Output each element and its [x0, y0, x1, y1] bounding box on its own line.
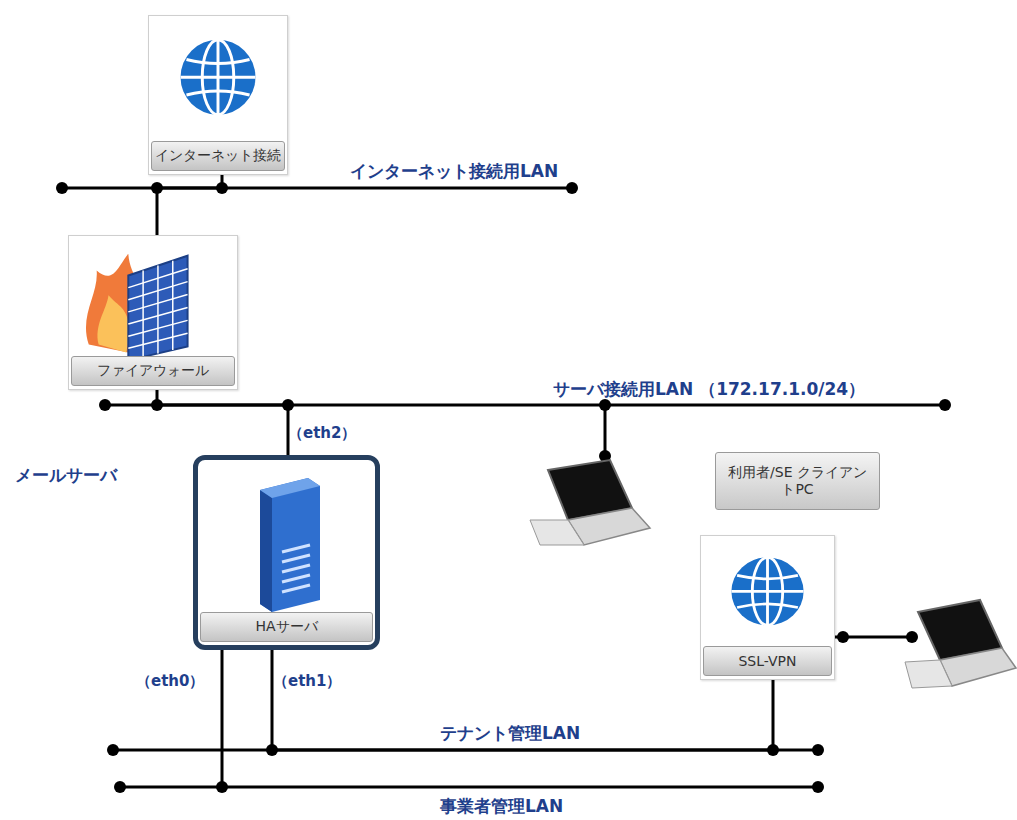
network-label: インターネット接続用LAN: [350, 160, 558, 183]
network-label: 事業者管理LAN: [440, 795, 563, 818]
node-label: HAサーバ: [255, 618, 317, 636]
lan-connector: [157, 390, 288, 455]
vpn-icon-box: SSL-VPN: [700, 535, 835, 680]
label-bar: インターネット接続: [151, 141, 285, 171]
label-bar: ファイアウォール: [71, 356, 235, 386]
node-label: ファイアウォール: [97, 362, 209, 380]
network-label: サーバ接続用LAN （172.17.1.0/24）: [553, 378, 865, 401]
lan-connector: [157, 175, 222, 235]
laptop-icon: [905, 600, 1016, 688]
client-pc-tag: 利用者/SE クライアントPC: [715, 452, 880, 510]
label-bar: HAサーバ: [200, 612, 373, 642]
label-bar: SSL-VPN: [703, 646, 832, 676]
node-label: 利用者/SE クライアントPC: [724, 464, 871, 499]
network-label: （eth2）: [288, 424, 356, 443]
internet-icon-box: インターネット接続: [148, 15, 288, 175]
laptop-icon: [530, 460, 650, 545]
node-label: SSL-VPN: [738, 653, 796, 669]
firewall-icon-box: ファイアウォール: [68, 235, 238, 390]
network-label: （eth0）: [136, 672, 204, 691]
network-label: テナント管理LAN: [437, 722, 583, 745]
network-label: （eth1）: [273, 672, 341, 691]
server-box: メールサーバHAサーバ: [193, 455, 380, 650]
lan-connector: [272, 650, 773, 750]
node-heading: メールサーバ: [15, 464, 117, 487]
node-label: インターネット接続: [155, 147, 281, 165]
